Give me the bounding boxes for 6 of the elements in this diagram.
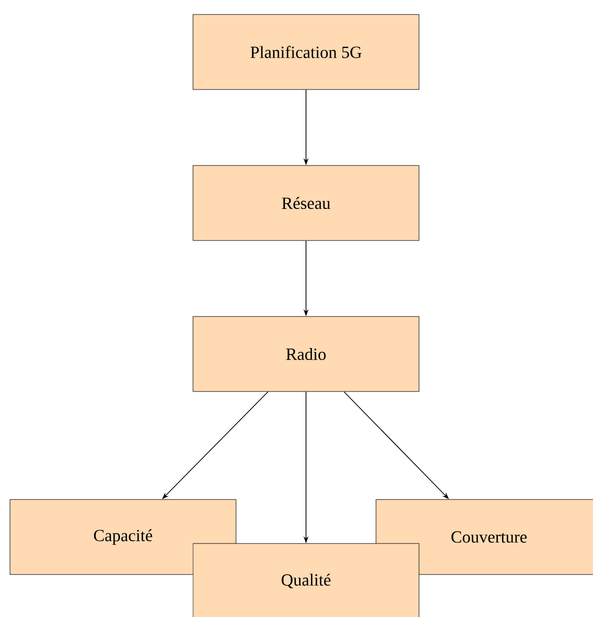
process-box: Radio — [192, 316, 420, 392]
process-box: Couverture — [376, 499, 593, 575]
process-box: Qualité — [192, 543, 420, 617]
process-box: Capacité — [10, 499, 236, 575]
process-box: Réseau — [192, 165, 420, 241]
process-box: Planification 5G — [192, 14, 420, 90]
